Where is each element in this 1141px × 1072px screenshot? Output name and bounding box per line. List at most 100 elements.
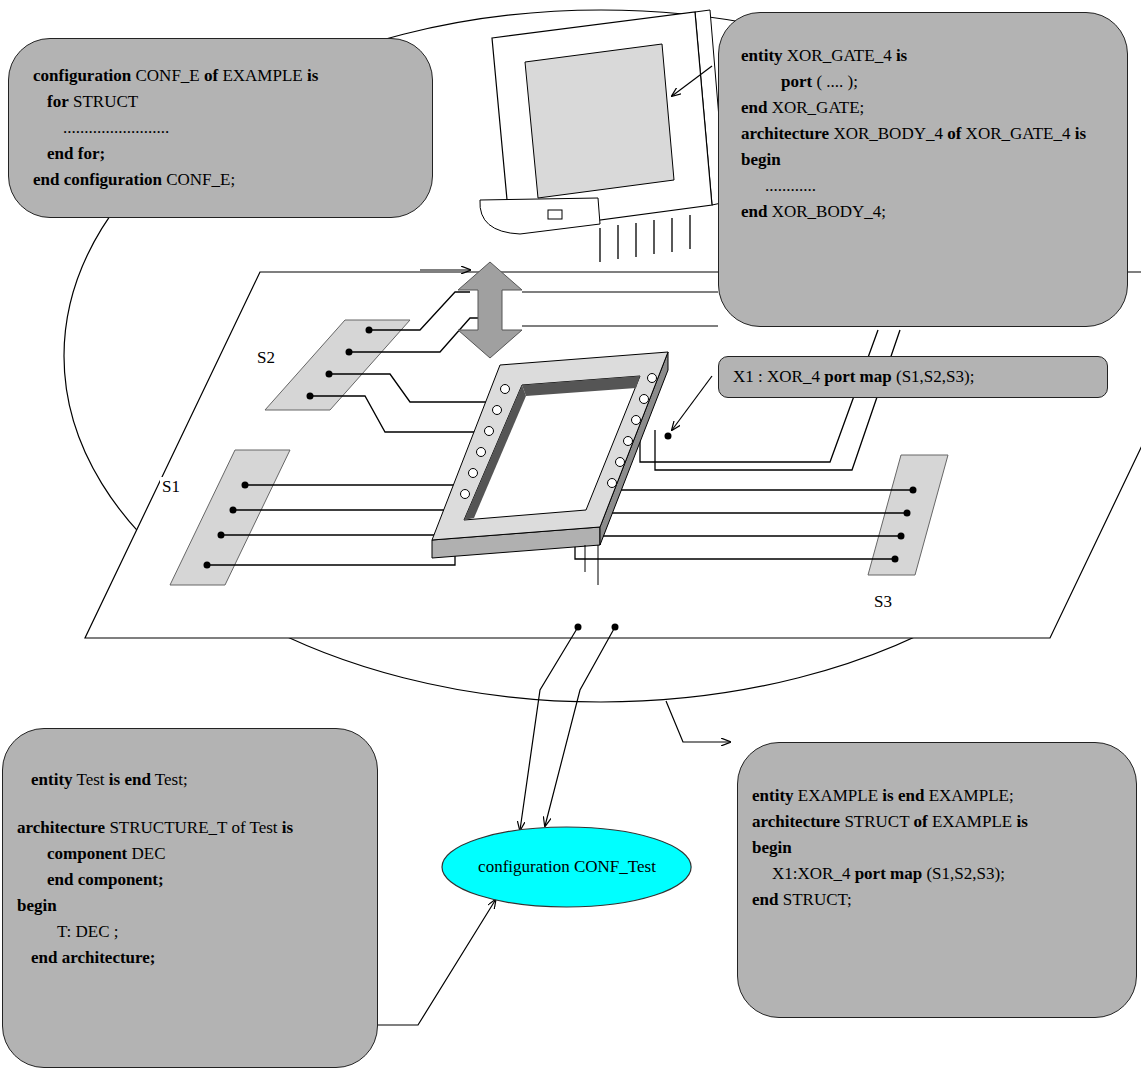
wire — [369, 292, 470, 330]
keyword: of — [204, 66, 218, 85]
keyword: is — [109, 770, 120, 789]
keyword: configuration — [33, 66, 131, 85]
dot — [892, 556, 899, 563]
code-line: ............ — [741, 173, 1105, 199]
code-line: configuration CONF_Test — [478, 854, 656, 880]
keyword: for — [47, 92, 69, 111]
pin-hole — [648, 374, 657, 383]
keyword: port — [824, 367, 855, 386]
dot — [242, 482, 249, 489]
pointer-arrow — [666, 701, 730, 742]
code-line: port ( .... ); — [741, 69, 1105, 95]
keyword: is — [882, 786, 893, 805]
identifier: STRUCT — [73, 92, 138, 111]
signal-label: S1 — [160, 477, 182, 497]
signal-label: S2 — [255, 348, 277, 368]
bus-lines — [522, 292, 718, 326]
keyword: end — [752, 890, 778, 909]
pin-hole — [485, 427, 494, 436]
keyword: begin — [17, 896, 57, 915]
identifier: : — [758, 367, 763, 386]
identifier: XOR_GATE_4 — [966, 124, 1071, 143]
identifier: ( — [816, 72, 822, 91]
dot — [346, 349, 353, 356]
callout-box: X1 : XOR_4 port map (S1,S2,S3); — [718, 356, 1108, 398]
dot — [204, 562, 211, 569]
identifier: configuration — [478, 857, 570, 876]
dot — [665, 433, 672, 440]
connector-pad — [868, 455, 948, 575]
identifier: .... — [826, 72, 843, 91]
pin-hole — [624, 437, 633, 446]
identifier: (S1,S2,S3); — [926, 864, 1004, 883]
double-arrow — [458, 262, 522, 358]
code-box: entity Test is end Test;architecture STR… — [2, 728, 378, 1068]
dot — [326, 371, 333, 378]
pointer-arrow — [420, 269, 470, 270]
code-line: X1:XOR_4 port map (S1,S2,S3); — [752, 861, 1122, 887]
code-line: configuration CONF_E of EXAMPLE is — [33, 63, 408, 89]
keyword: port — [781, 72, 812, 91]
code-line: end for; — [33, 141, 408, 167]
pointer-arrow — [672, 66, 712, 96]
keyword: of — [947, 124, 961, 143]
keyword: end — [31, 948, 57, 967]
keyword: end — [124, 770, 150, 789]
keyword: architecture; — [62, 948, 156, 967]
socket-edge — [464, 385, 526, 520]
chip-shoulder — [480, 198, 600, 234]
socket-pins — [461, 374, 657, 499]
keyword: entity — [741, 46, 783, 65]
dot — [230, 507, 237, 514]
binding-arrow — [545, 627, 615, 826]
keyword: is — [1075, 124, 1086, 143]
keyword: of — [914, 812, 928, 831]
socket-edge — [522, 376, 640, 396]
identifier: (S1,S2,S3); — [896, 367, 974, 386]
identifier: DEC — [76, 922, 110, 941]
identifier: CONF_E; — [166, 170, 235, 189]
keyword: begin — [741, 150, 781, 169]
identifier: ......................... — [63, 118, 169, 137]
identifier: Test — [250, 818, 278, 837]
code-line: X1 : XOR_4 port map (S1,S2,S3); — [733, 364, 1093, 390]
code-line: end XOR_GATE; — [741, 95, 1105, 121]
keyword: component — [47, 844, 127, 863]
identifier: Test; — [155, 770, 188, 789]
identifier: STRUCT; — [783, 890, 852, 909]
code-line: entity EXAMPLE is end EXAMPLE; — [752, 783, 1122, 809]
keyword: for; — [78, 144, 105, 163]
ic-socket — [432, 352, 668, 585]
dot — [307, 393, 314, 400]
keyword: is — [307, 66, 318, 85]
chip-notch — [548, 210, 562, 219]
identifier: T: — [57, 922, 71, 941]
keyword: end — [741, 202, 767, 221]
keyword: end — [741, 98, 767, 117]
socket-hole — [464, 376, 640, 520]
pin-hole — [501, 385, 510, 394]
dot — [898, 533, 905, 540]
identifier: XOR_GATE_4 — [787, 46, 892, 65]
identifier: STRUCTURE_T — [109, 818, 227, 837]
code-line: entity XOR_GATE_4 is — [741, 43, 1105, 69]
identifier: XOR_BODY_4; — [772, 202, 886, 221]
dot — [904, 510, 911, 517]
chip-label-area — [525, 44, 674, 198]
code-line: end component; — [17, 867, 363, 893]
identifier: X1:XOR_4 — [772, 864, 850, 883]
keyword: end — [33, 170, 59, 189]
dot — [910, 487, 917, 494]
code-line: architecture STRUCTURE_T of Test is — [17, 815, 363, 841]
wire — [560, 535, 901, 536]
keyword: port — [855, 864, 886, 883]
identifier: ); — [848, 72, 858, 91]
identifier: CONF_E — [135, 66, 199, 85]
pin-hole — [461, 490, 470, 499]
keyword: entity — [752, 786, 794, 805]
keyword: architecture — [17, 818, 105, 837]
pin-hole — [640, 395, 649, 404]
identifier: XOR_GATE; — [772, 98, 865, 117]
code-line: end STRUCT; — [752, 887, 1122, 913]
dot — [218, 532, 225, 539]
